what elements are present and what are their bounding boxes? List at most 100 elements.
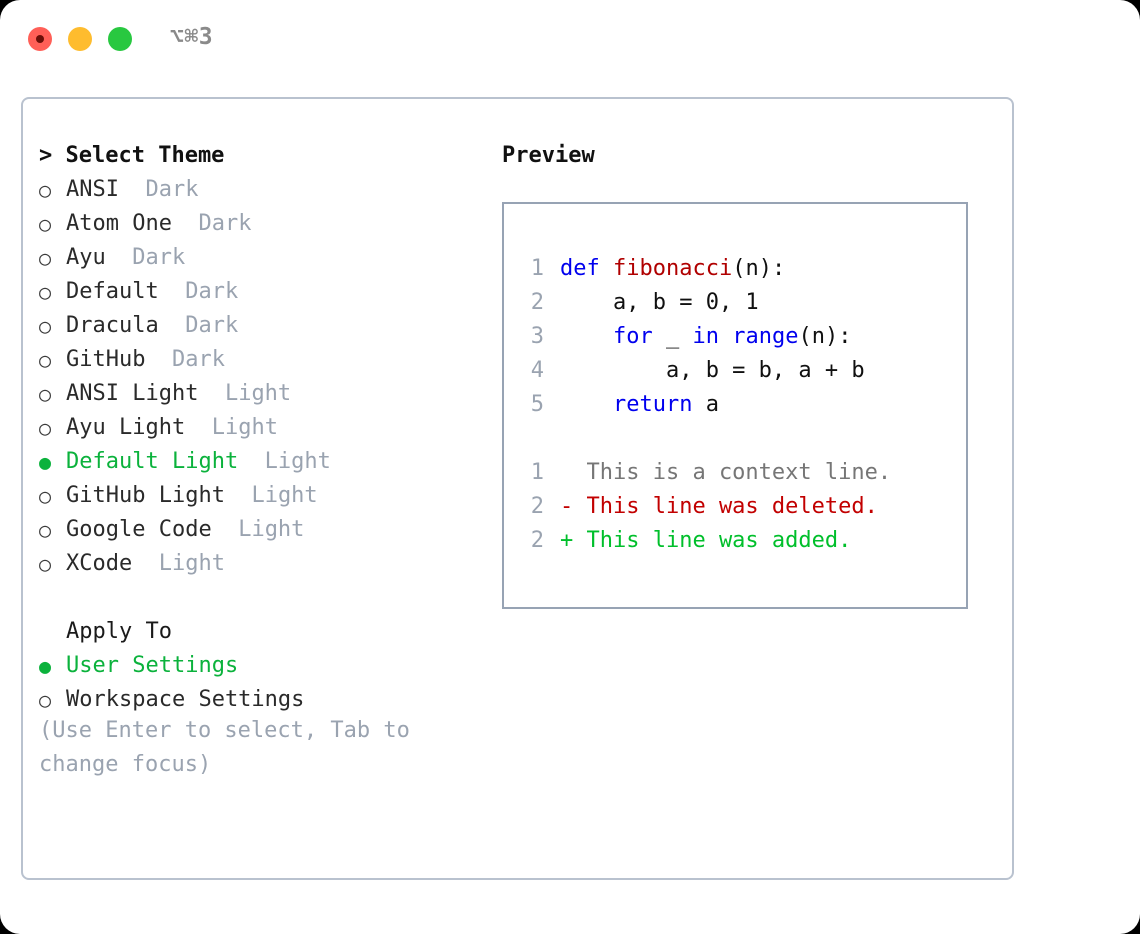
theme-list-item[interactable]: ○ Atom One Dark [39,207,479,241]
theme-item-name: ANSI Light [66,381,199,406]
theme-list-item[interactable]: ○ ANSI Light Light [39,377,479,411]
code-line-number: 2 [530,290,544,315]
diff-line-number: 2 [530,528,544,553]
code-line: 2 a, b = 0, 1 [512,286,962,320]
theme-list-item[interactable]: ○Ayu Dark [39,241,479,275]
code-line: 4 a, b = b, a + b [512,354,962,388]
radio-unselected-icon[interactable]: ○ [39,484,52,508]
theme-item-label: Atom One Dark [66,207,251,241]
code-token [560,392,613,417]
radio-unselected-icon[interactable]: ○ [39,246,52,270]
minimize-window-button[interactable] [68,27,92,51]
list-spacer [39,581,479,615]
apply-to-option-label: User Settings [66,653,239,678]
code-token: a, b = 0, 1 [560,290,759,315]
diff-line-text: This is a context line. [560,460,892,485]
code-line-number: 5 [530,392,544,417]
apply-to-option-label: Workspace Settings [66,687,305,712]
radio-unselected-icon[interactable]: ○ [39,314,52,338]
theme-item-label: Dracula Dark [66,309,238,343]
theme-list-item[interactable]: ○ Dracula Dark [39,309,479,343]
theme-item-label: Default Light Light [66,445,331,479]
code-token: return [612,392,693,417]
theme-list-item[interactable]: ○ANSI Dark [39,173,479,207]
code-token: def [560,256,600,281]
theme-list-item[interactable]: ○ GitHub Dark [39,343,479,377]
theme-item-label: GitHub Light Light [66,479,318,513]
code-line: 1 def fibonacci(n): [512,252,962,286]
code-line: 3 for _ in range(n): [512,320,962,354]
theme-list-item[interactable]: ○ Ayu Light Light [39,411,479,445]
radio-unselected-icon[interactable]: ○ [39,518,52,542]
theme-item-category: Light [145,551,225,576]
title-bar: ⌥⌘3 [0,0,1140,78]
theme-item-label: XCode Light [66,547,225,581]
code-token: a [692,392,719,417]
theme-item-label: ANSI Light Light [66,377,291,411]
diff-line-text: + This line was added. [560,528,852,553]
theme-item-category: Dark [158,347,225,372]
theme-item-label: Ayu Light Light [66,411,278,445]
code-token: range [732,324,799,349]
radio-unselected-icon[interactable]: ○ [39,688,52,712]
theme-item-category: Light [198,415,278,440]
apply-to-option[interactable]: ○ Workspace Settings [39,683,479,717]
code-token: in [692,324,719,349]
theme-item-name: Ayu [66,245,106,270]
theme-item-name: Google Code [66,517,212,542]
theme-item-category: Light [251,449,331,474]
keyboard-hint: (Use Enter to select, Tab to change focu… [39,718,410,777]
apply-to-list[interactable]: ● User Settings ○ Workspace Settings [39,649,479,717]
code-token: a, b = b, a + b [560,358,865,383]
radio-unselected-icon[interactable]: ○ [39,280,52,304]
radio-selected-icon[interactable]: ● [39,450,52,474]
theme-item-label: Default Dark [66,275,238,309]
code-line-text: for _ in range(n): [560,320,851,354]
theme-item-name: Dracula [66,313,159,338]
maximize-window-button[interactable] [108,27,132,51]
radio-selected-icon[interactable]: ● [39,654,52,678]
preview-heading: Preview [502,143,595,168]
diff-line: 2- This line was deleted. [512,490,962,524]
theme-item-name: GitHub [66,347,146,372]
code-token [560,324,613,349]
radio-unselected-icon[interactable]: ○ [39,382,52,406]
theme-list-item[interactable]: ● Default Light Light [39,445,479,479]
diff-line-text: - This line was deleted. [560,494,878,519]
apply-to-option[interactable]: ● User Settings [39,649,479,683]
theme-item-label: Google Code Light [66,513,304,547]
diff-line-number: 1 [530,460,544,485]
theme-item-category: Dark [132,177,199,202]
theme-item-category: Light [224,517,305,542]
code-token [719,324,732,349]
theme-item-name: Atom One [66,211,172,236]
diff-line: 2 + This line was added. [512,524,962,558]
code-token: _ [652,324,693,349]
code-token: fibonacci [613,256,733,281]
code-token: (n): [732,256,786,281]
theme-list-item[interactable]: ○ GitHub Light Light [39,479,479,513]
radio-unselected-icon[interactable]: ○ [39,416,52,440]
code-line: 5 return a [512,388,962,422]
code-token [600,256,613,281]
radio-unselected-icon[interactable]: ○ [39,212,52,236]
close-window-button[interactable] [28,27,52,51]
theme-list[interactable]: ○ANSI Dark○Atom One Dark○Ayu Dark○Defaul… [39,173,479,581]
code-line-number: 1 [530,256,544,281]
radio-unselected-icon[interactable]: ○ [39,348,52,372]
theme-list-item[interactable]: ○ Default Dark [39,275,479,309]
theme-item-category: Light [211,381,292,406]
theme-item-name: XCode [66,551,133,576]
code-token: for [612,324,653,349]
code-diff-spacer [512,422,962,456]
code-line-number: 3 [530,324,544,349]
radio-unselected-icon[interactable]: ○ [39,178,52,202]
theme-item-category: Dark [171,279,239,304]
radio-unselected-icon[interactable]: ○ [39,552,52,576]
theme-list-item[interactable]: ○ XCode Light [39,547,479,581]
theme-list-item[interactable]: ○ Google Code Light [39,513,479,547]
diff-line: 1 This is a context line. [512,456,962,490]
code-line-text: a, b = b, a + b [560,354,865,388]
